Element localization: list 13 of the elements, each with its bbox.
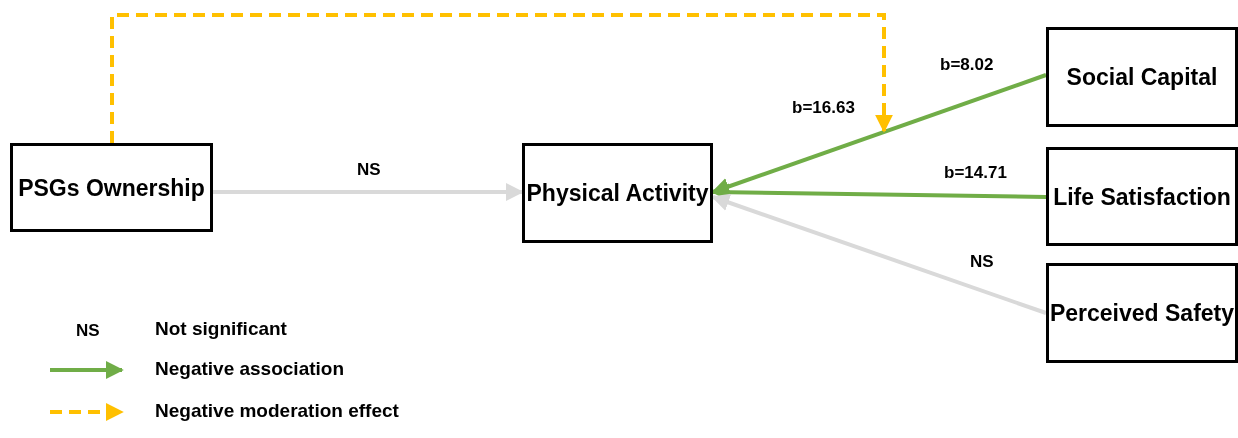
legend-text: Negative association [155, 358, 345, 380]
variable-box: Perceived Safety [1046, 263, 1238, 363]
variable-box: PSGs Ownership [10, 143, 213, 232]
variable-box: Physical Activity [522, 143, 713, 243]
legend-text: Not significant [155, 318, 287, 340]
legend-text: Negative moderation effect [155, 400, 399, 422]
dashed-arrow [110, 13, 893, 143]
arrow [711, 193, 1047, 315]
legend-key: NS [76, 321, 100, 341]
arrow [711, 183, 1047, 202]
arrow [213, 183, 524, 201]
variable-box: Life Satisfaction [1046, 147, 1238, 246]
variable-box: Social Capital [1046, 27, 1238, 127]
